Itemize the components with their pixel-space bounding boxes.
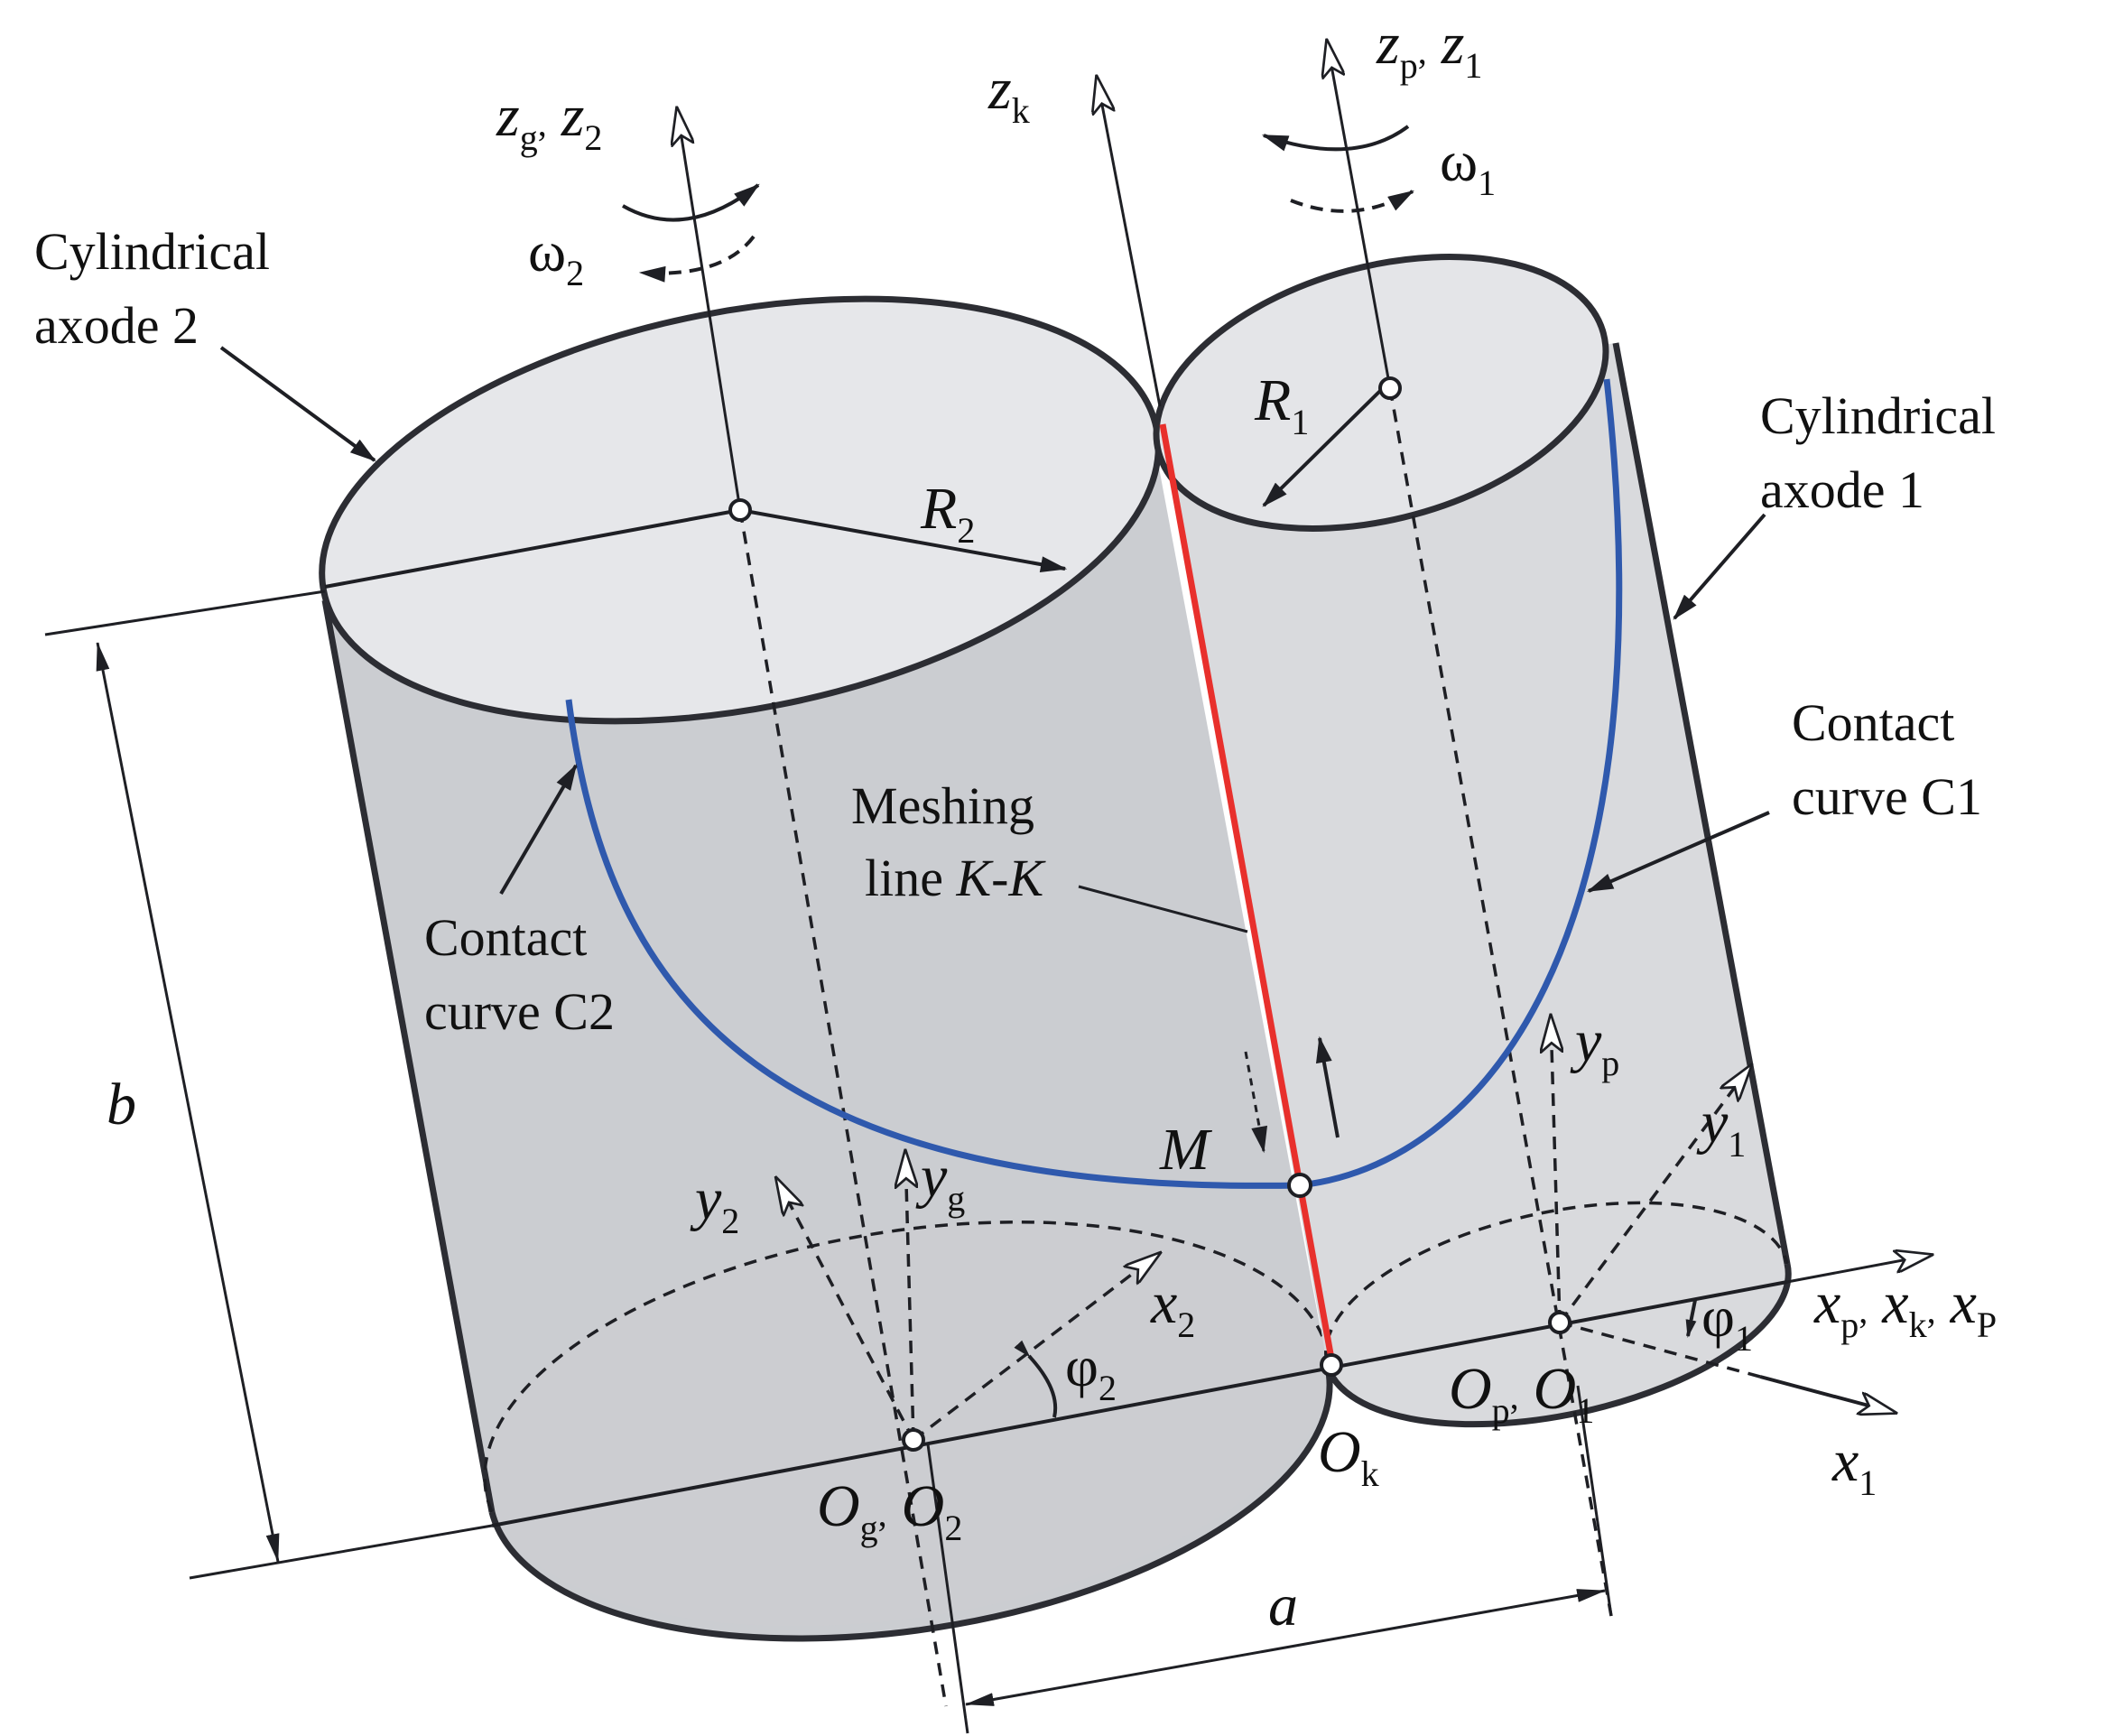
svg-text:Contact: Contact xyxy=(1792,693,1954,752)
cylindrical-axode-2 xyxy=(319,295,1333,1642)
contact-curve-c1 xyxy=(1299,378,1623,1189)
omega-1-label: ω1 xyxy=(1440,129,1496,203)
point-o2 xyxy=(902,1428,925,1452)
svg-text:Contact: Contact xyxy=(424,908,587,967)
y2-label: y2 xyxy=(690,1166,739,1241)
cylindrical-axode-1 xyxy=(1153,254,1792,1428)
zp-z1-label: zp,z1 xyxy=(1376,11,1482,86)
dimension-b: b xyxy=(44,589,493,1580)
phi2-label: φ2 xyxy=(1065,1334,1117,1408)
axode-1-axes: R1 xyxy=(1254,41,1613,1617)
axode-2-left-edge xyxy=(321,599,496,1513)
svg-text:curve C2: curve C2 xyxy=(424,982,615,1041)
svg-text:curve C1: curve C1 xyxy=(1792,767,1982,826)
callout-contact-c1: Contact curve C1 xyxy=(1586,693,1982,893)
zg-z2-label: zg,z2 xyxy=(496,83,602,158)
dimension-b-label: b xyxy=(107,1072,136,1137)
dimension-a: a xyxy=(926,1385,1613,1734)
zk-axis xyxy=(1097,77,1162,407)
yp-label: yp xyxy=(1570,1008,1619,1083)
axode-1-bottom-front-arc xyxy=(1323,1263,1792,1428)
zk-label: zk xyxy=(987,56,1030,131)
axode-1-base-axes: yp y1 φ1 Op,O1 xyxy=(1449,1008,1896,1431)
point-m: M xyxy=(1159,1035,1340,1198)
axode-2-bottom-back-arc xyxy=(483,1220,1324,1513)
axode-1-right-edge xyxy=(1612,342,1791,1265)
xp-xk-xP-label: xp,xk,xP xyxy=(1813,1270,1997,1345)
point-m-label: M xyxy=(1159,1117,1213,1183)
callout-axode-1: Cylindrical axode 1 xyxy=(1673,386,1996,620)
top-diameter-line xyxy=(324,508,741,589)
x2-label: x2 xyxy=(1150,1270,1195,1345)
ok-label: Ok xyxy=(1318,1419,1379,1494)
omega-2-rotation: ω2 xyxy=(528,183,760,293)
op-o1-label: Op,O1 xyxy=(1449,1356,1594,1431)
r1-label: R1 xyxy=(1254,367,1309,442)
axode-1-body xyxy=(1160,343,1789,1425)
yg-label: yg xyxy=(915,1144,965,1219)
callout-contact-c2: Contact curve C2 xyxy=(424,764,615,1041)
point-ok xyxy=(1320,1353,1343,1377)
r2-label: R2 xyxy=(920,476,975,551)
x1-label: x1 xyxy=(1831,1428,1877,1503)
svg-text:axode 2: axode 2 xyxy=(34,296,199,355)
callout-axode-2: Cylindrical axode 2 xyxy=(34,222,376,462)
svg-text:axode 1: axode 1 xyxy=(1760,460,1924,519)
svg-text:line K-K: line K-K xyxy=(865,849,1046,907)
omega-1-rotation: ω1 xyxy=(1261,125,1496,213)
axode-2-bottom-front-arc xyxy=(488,1362,1333,1642)
meshing-line-k-k xyxy=(1159,423,1335,1360)
omega-2-label: ω2 xyxy=(528,219,584,293)
point-o1 xyxy=(1548,1311,1571,1334)
og-o2-label: Og,O2 xyxy=(817,1473,962,1548)
callout-meshing-line: Meshing line K-K xyxy=(851,776,1248,933)
top-center-2 xyxy=(728,498,752,522)
contact-curve-c2 xyxy=(565,699,1301,1189)
axode-2-base-axes: y2 yg x2 φ2 Og,O2 xyxy=(690,1144,1195,1548)
svg-text:Cylindrical: Cylindrical xyxy=(34,222,270,281)
axode-2-bottom-face xyxy=(484,1221,1330,1627)
phi1-label: φ1 xyxy=(1701,1285,1753,1359)
dimension-a-label: a xyxy=(1268,1573,1298,1639)
top-center-1 xyxy=(1378,376,1402,400)
axode-2-axes: R2 xyxy=(677,108,1068,1707)
y1-label: y1 xyxy=(1696,1090,1746,1165)
x-axis xyxy=(1786,1255,1932,1284)
svg-text:Cylindrical: Cylindrical xyxy=(1760,386,1996,445)
svg-text:Meshing: Meshing xyxy=(851,776,1034,835)
